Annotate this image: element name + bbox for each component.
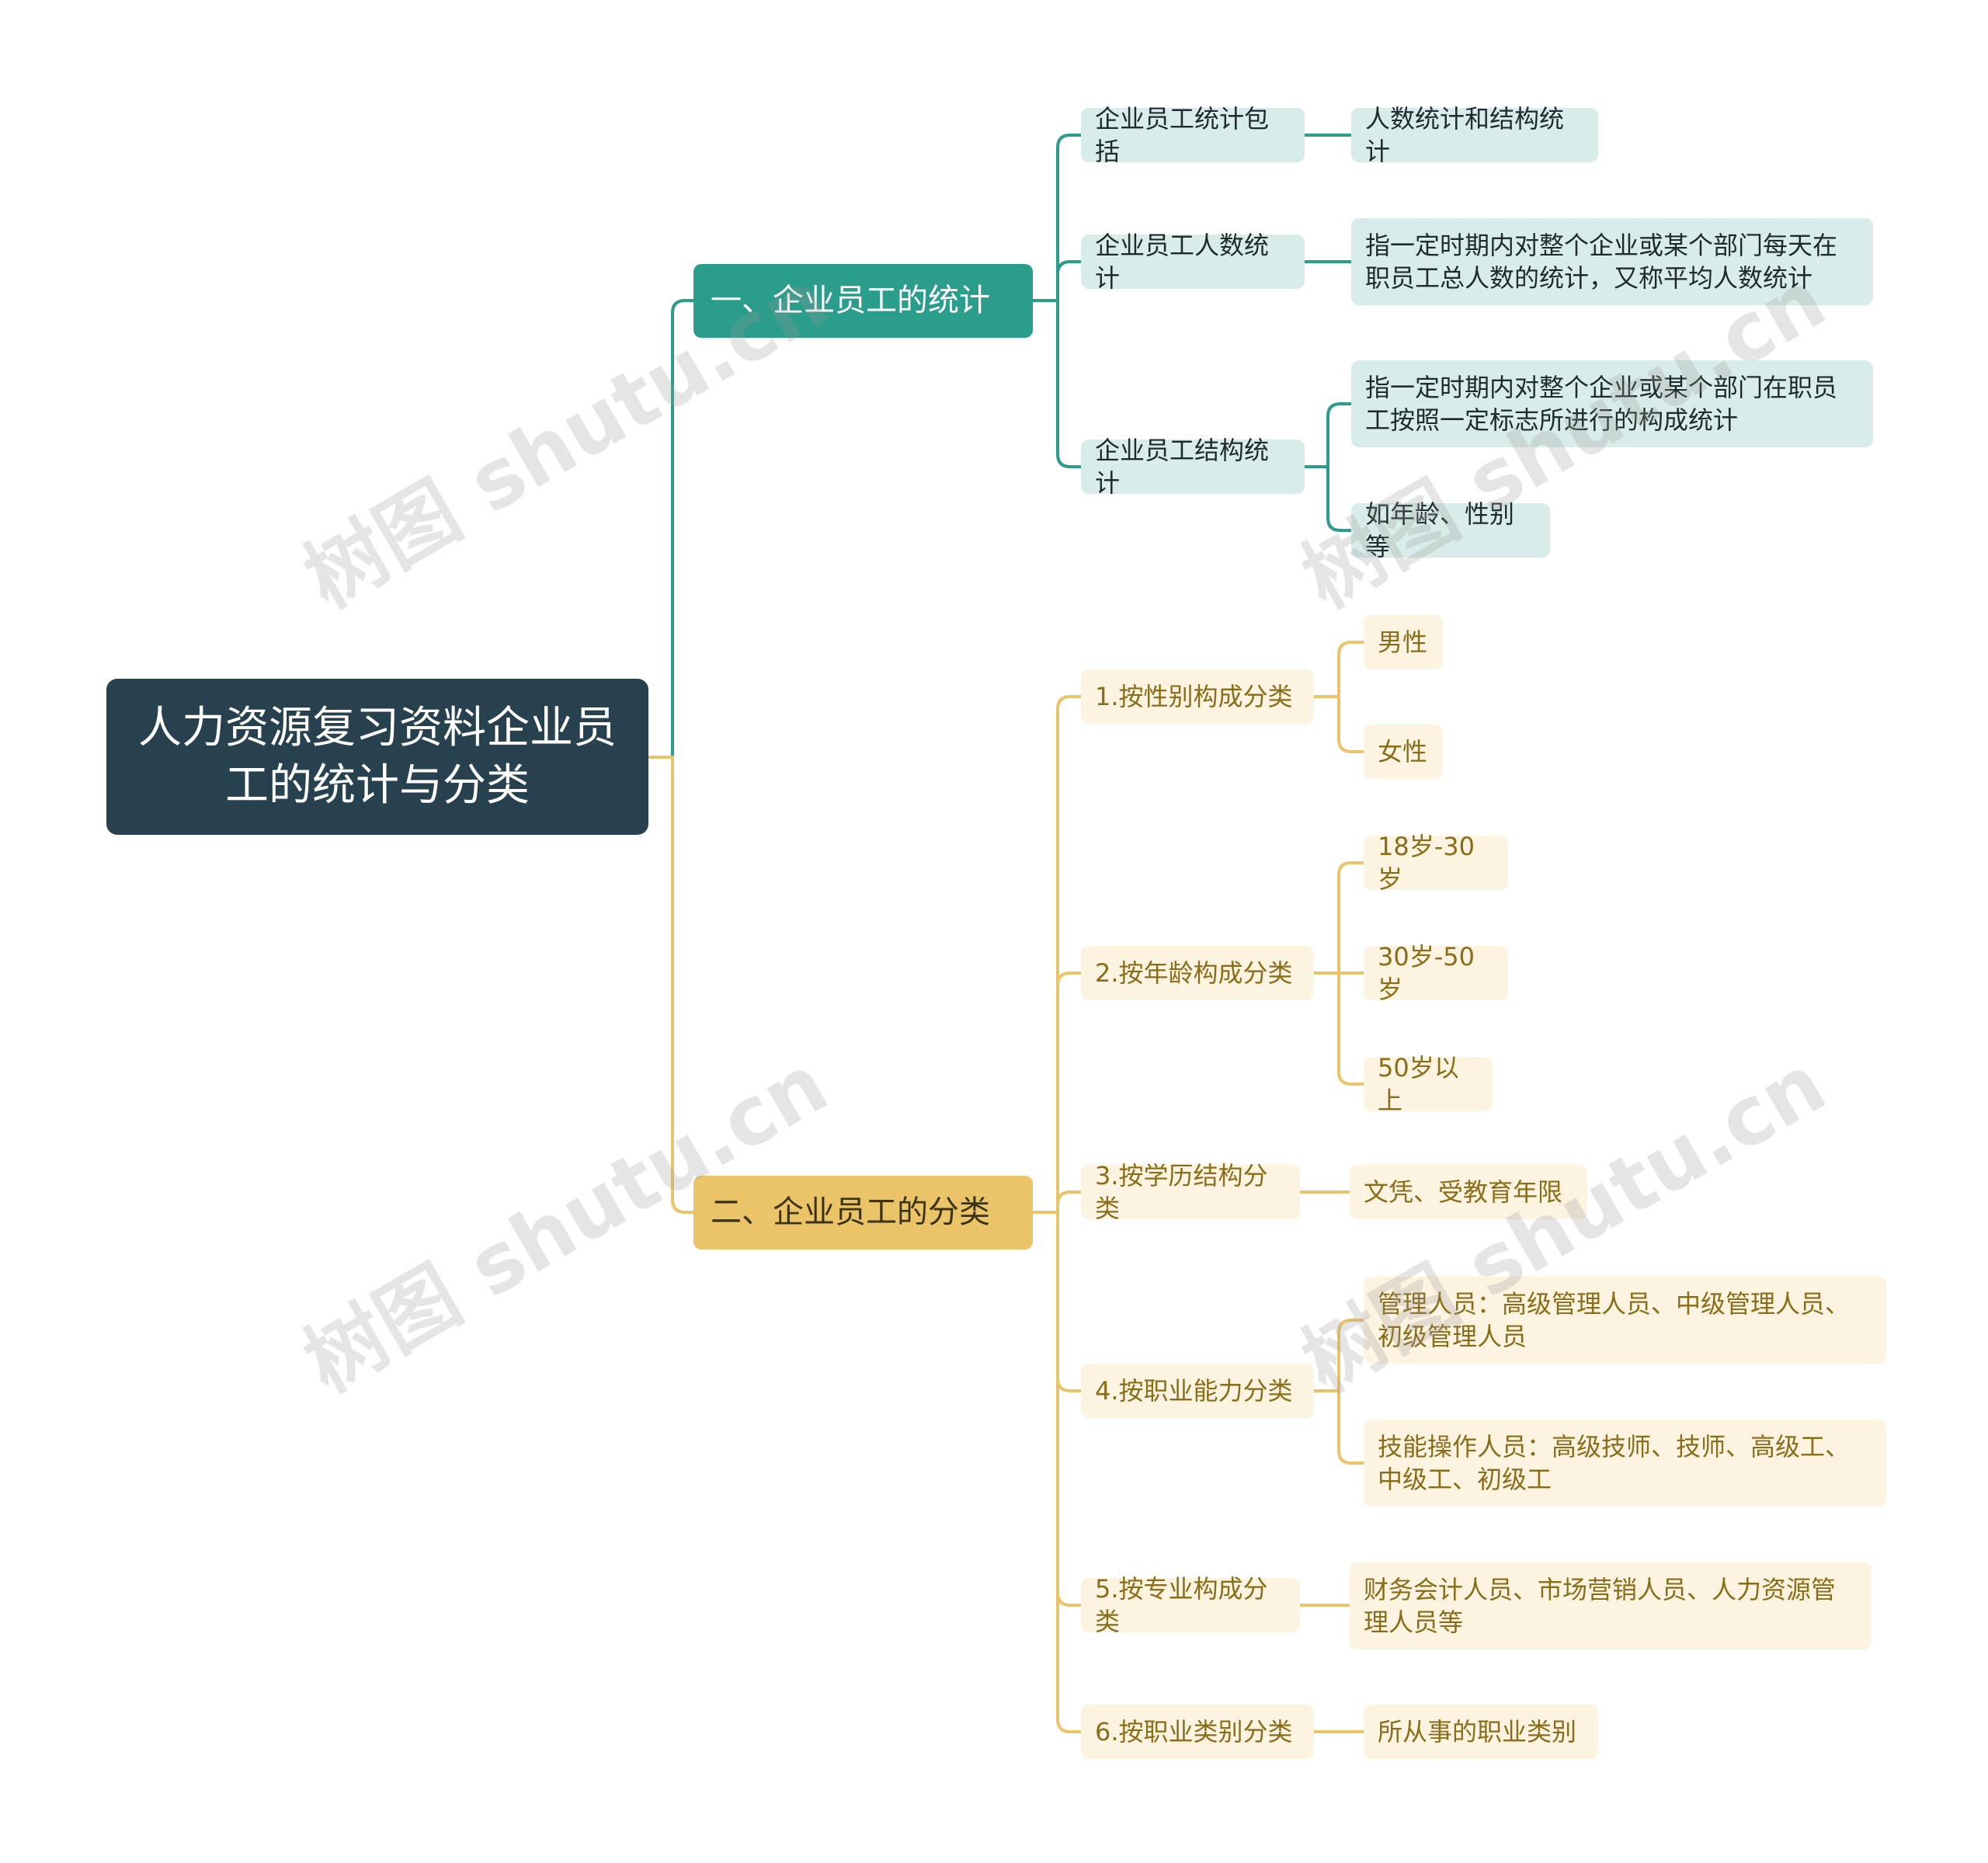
root-node[interactable]: 人力资源复习资料企业员工的统计与分类: [106, 679, 648, 835]
leaf-management-staff[interactable]: 管理人员：高级管理人员、中级管理人员、初级管理人员: [1364, 1277, 1886, 1364]
node-stat-includes[interactable]: 企业员工统计包括: [1081, 104, 1305, 166]
branch-employee-statistics[interactable]: 一、企业员工的统计: [693, 264, 1033, 338]
leaf-age-18-30[interactable]: 18岁-30岁: [1364, 832, 1508, 894]
leaf-technical-staff[interactable]: 技能操作人员：高级技师、技师、高级工、中级工、初级工: [1364, 1420, 1886, 1507]
leaf-structure-definition[interactable]: 指一定时期内对整个企业或某个部门在职员工按照一定标志所进行的构成统计: [1351, 360, 1873, 447]
node-by-gender[interactable]: 1.按性别构成分类: [1081, 669, 1314, 724]
leaf-age-30-50[interactable]: 30岁-50岁: [1364, 942, 1508, 1004]
node-headcount-stat[interactable]: 企业员工人数统计: [1081, 231, 1305, 293]
leaf-education[interactable]: 文凭、受教育年限: [1350, 1165, 1587, 1219]
node-by-education[interactable]: 3.按学历结构分类: [1081, 1161, 1300, 1223]
branch-employee-classification[interactable]: 二、企业员工的分类: [693, 1176, 1033, 1250]
leaf-age-gender-example[interactable]: 如年龄、性别等: [1351, 499, 1550, 561]
leaf-age-50-plus[interactable]: 50岁以上: [1364, 1053, 1493, 1115]
node-by-age[interactable]: 2.按年龄构成分类: [1081, 946, 1314, 1000]
node-by-ability[interactable]: 4.按职业能力分类: [1081, 1364, 1314, 1418]
leaf-female[interactable]: 女性: [1364, 725, 1443, 779]
node-by-major[interactable]: 5.按专业构成分类: [1081, 1574, 1300, 1636]
leaf-major-types[interactable]: 财务会计人员、市场营销人员、人力资源管理人员等: [1350, 1562, 1872, 1649]
leaf-count-and-structure[interactable]: 人数统计和结构统计: [1351, 104, 1598, 166]
leaf-headcount-definition[interactable]: 指一定时期内对整个企业或某个部门每天在职员工总人数的统计，又称平均人数统计: [1351, 218, 1873, 305]
node-structure-stat[interactable]: 企业员工结构统计: [1081, 436, 1305, 498]
node-by-occupation[interactable]: 6.按职业类别分类: [1081, 1705, 1314, 1759]
leaf-occupation-type[interactable]: 所从事的职业类别: [1364, 1705, 1598, 1759]
leaf-male[interactable]: 男性: [1364, 615, 1443, 669]
